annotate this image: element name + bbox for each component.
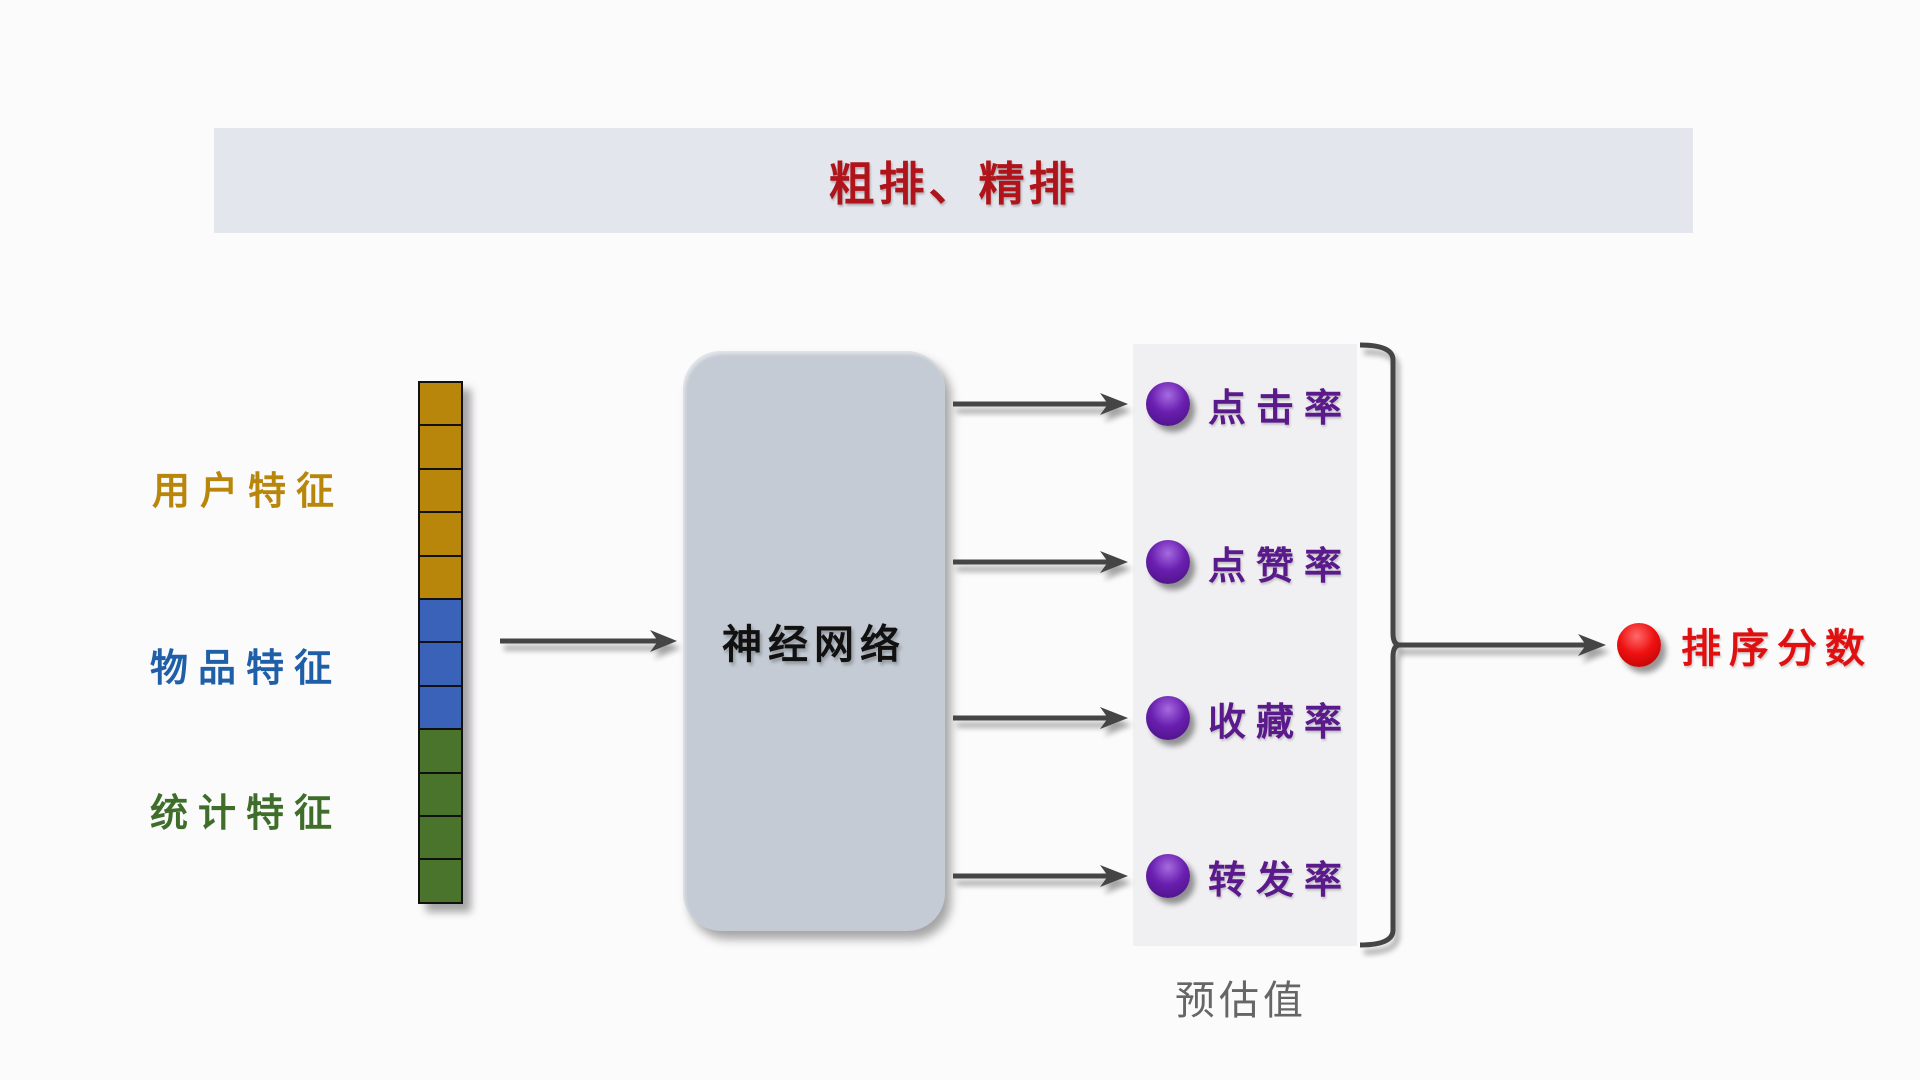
neural-network-label: 神经网络 [722, 621, 906, 668]
output-item-ctr: 点击率 [1146, 379, 1353, 430]
output-item-share-rate: 转发率 [1146, 851, 1353, 902]
right-brace [1359, 342, 1401, 948]
output-arrow-like [953, 551, 1128, 573]
output-label: 收藏率 [1208, 698, 1353, 744]
purple-ball-icon [1146, 854, 1190, 898]
vector-cell-user [418, 513, 463, 557]
ranking-score: 排序分数 [1617, 620, 1873, 672]
output-label: 点击率 [1208, 384, 1353, 430]
neural-network-box: 神经网络 [683, 351, 945, 931]
output-arrow-ctr [953, 393, 1128, 415]
predictions-panel [1133, 344, 1357, 946]
user-features-label: 用户特征 [152, 468, 345, 513]
vector-cell-user [418, 381, 463, 427]
title-band: 粗排、精排 [214, 128, 1693, 233]
vector-cell-stat [418, 773, 463, 817]
output-label: 点赞率 [1208, 542, 1353, 588]
vector-cell-user [418, 426, 463, 470]
purple-ball-icon [1146, 382, 1190, 426]
page-title: 粗排、精排 [828, 156, 1079, 211]
predictions-caption: 预估值 [1175, 978, 1307, 1024]
score-arrow [1400, 634, 1606, 656]
red-ball-icon [1617, 623, 1661, 667]
input-arrow [500, 630, 677, 652]
vector-cell-item [418, 686, 463, 731]
vector-cell-item [418, 643, 463, 687]
stat-features-label: 统计特征 [150, 790, 343, 835]
ranking-score-label: 排序分数 [1681, 625, 1873, 672]
vector-cell-stat [418, 730, 463, 774]
item-features-label: 物品特征 [150, 645, 343, 690]
vector-cell-item [418, 599, 463, 644]
output-arrow-collect [953, 707, 1128, 729]
feature-vector [418, 381, 463, 904]
output-arrow-share [953, 865, 1128, 887]
output-label: 转发率 [1208, 856, 1353, 902]
output-item-like-rate: 点赞率 [1146, 537, 1353, 588]
output-item-collect-rate: 收藏率 [1146, 693, 1353, 744]
vector-cell-stat [418, 860, 463, 904]
purple-ball-icon [1146, 540, 1190, 584]
vector-cell-stat [418, 816, 463, 861]
vector-cell-user [418, 469, 463, 514]
purple-ball-icon [1146, 696, 1190, 740]
vector-cell-user [418, 556, 463, 600]
